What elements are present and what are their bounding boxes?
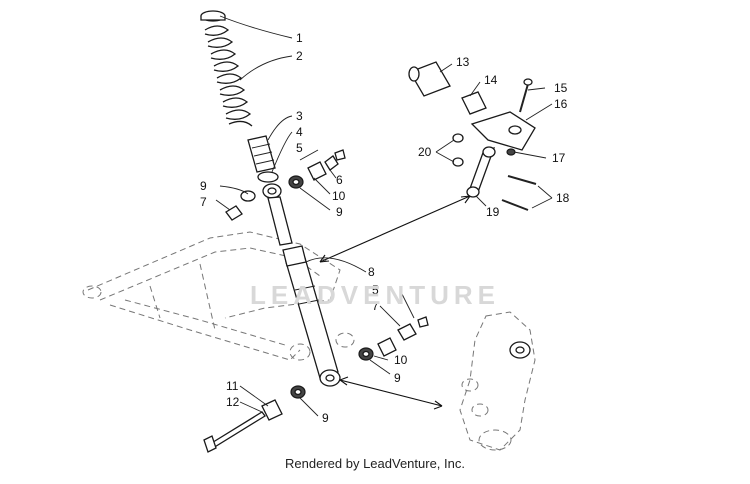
coil-spring: [200, 10, 253, 127]
callout-20: 20: [418, 145, 432, 159]
callout-9-lower-right: 9: [394, 371, 401, 385]
callout-17: 17: [552, 151, 566, 165]
callout-19: 19: [486, 205, 500, 219]
callout-3: 3: [296, 109, 303, 123]
callout-2: 2: [296, 49, 303, 63]
callout-15: 15: [554, 81, 568, 95]
callout-16: 16: [554, 97, 568, 111]
leadventure-watermark: LEADVENTURE: [249, 280, 500, 310]
callout-9-lower: 9: [322, 411, 329, 425]
sway-bar-linkage: [408, 61, 537, 211]
callout-5-lower: 5: [372, 283, 379, 297]
callout-7-upper: 7: [200, 195, 207, 209]
callout-10-lower: 10: [394, 353, 408, 367]
a-arm-frame: [82, 231, 355, 361]
assembly-arrows: [319, 195, 471, 410]
callout-labels: 1 2 3 4 5 6 9 7 10 9 13 14 15 16 17 20 1…: [200, 31, 570, 425]
spindle-knuckle: [459, 311, 536, 451]
lower-mount-hardware: [203, 316, 429, 453]
callout-9-upper-right: 9: [336, 205, 343, 219]
callout-8: 8: [368, 265, 375, 279]
callout-18: 18: [556, 191, 570, 205]
upper-mount-hardware: [225, 149, 346, 221]
callout-7-lower: 7: [372, 299, 379, 313]
callout-11: 11: [226, 379, 239, 393]
callout-14: 14: [484, 73, 498, 87]
callout-6: 6: [336, 173, 343, 187]
callout-13: 13: [456, 55, 470, 69]
callout-5-upper: 5: [296, 141, 303, 155]
spring-seat-washer: [257, 171, 279, 183]
callout-1: 1: [296, 31, 303, 45]
callout-4: 4: [296, 125, 303, 139]
render-credit: Rendered by LeadVenture, Inc.: [285, 456, 465, 471]
callout-12: 12: [226, 395, 240, 409]
shock-absorber: [262, 183, 341, 387]
callout-10-upper: 10: [332, 189, 346, 203]
leader-lines: [215, 15, 553, 417]
callout-9-upper-left: 9: [200, 179, 207, 193]
bump-stop: [247, 135, 276, 173]
